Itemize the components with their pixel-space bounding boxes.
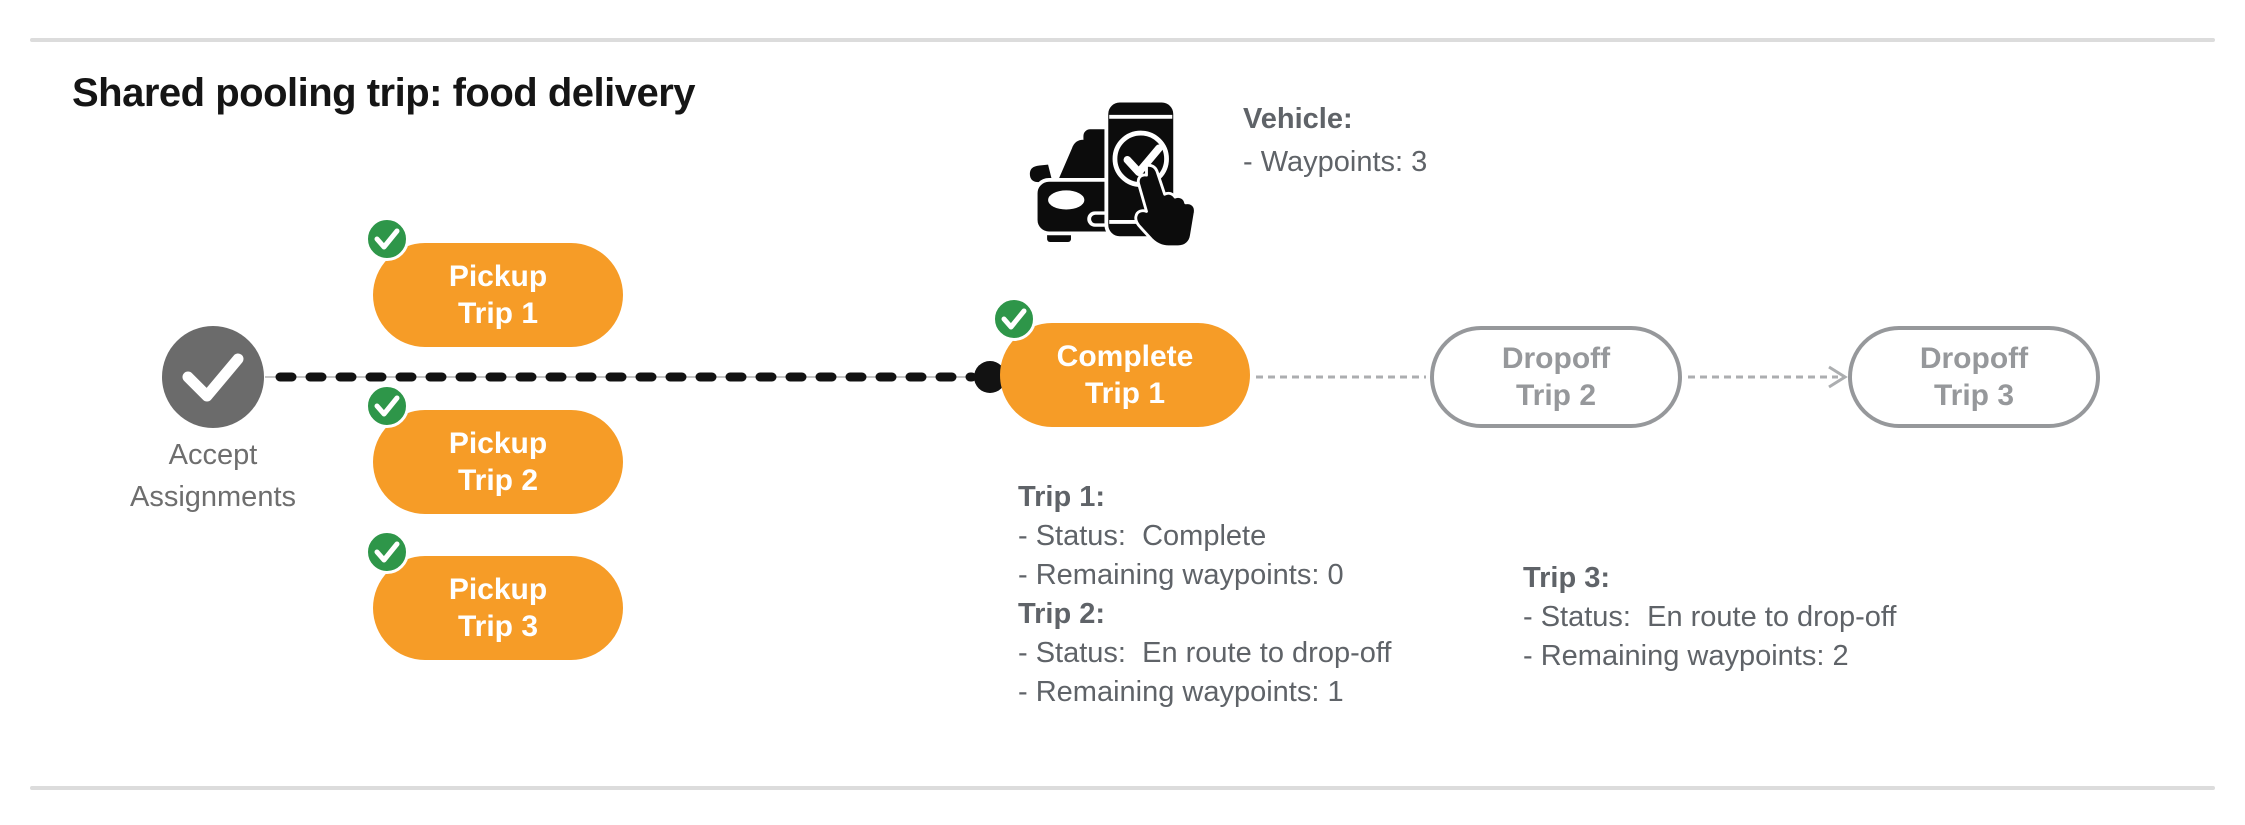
status-block-trip3: Trip 3: - Status: En route to drop-off -… — [1523, 559, 1896, 676]
trip1-heading: Trip 1: — [1018, 481, 1106, 513]
accept-assignments-node — [162, 326, 264, 428]
current-position-dot — [974, 361, 1006, 393]
car-mirror — [1029, 164, 1052, 183]
trip3-status: - Status: En route to drop-off — [1523, 601, 1897, 633]
trip2-heading: Trip 2: — [1018, 598, 1106, 630]
vehicle-info: Vehicle: - Waypoints: 3 — [1243, 98, 1427, 184]
trip3-heading: Trip 3: — [1523, 562, 1611, 594]
vehicle-waypoints: - Waypoints: 3 — [1243, 146, 1428, 178]
check-badge — [365, 384, 409, 428]
pill-label-line1: Pickup — [448, 573, 548, 606]
complete-trip-1-node: Complete Trip 1 — [992, 297, 1250, 427]
trip2-waypoints: - Remaining waypoints: 1 — [1018, 676, 1344, 708]
pill-label-line2: Trip 1 — [457, 297, 539, 330]
pill-label-line1: Pickup — [448, 260, 548, 293]
check-icon — [182, 353, 244, 402]
top-divider — [30, 38, 2215, 42]
check-badge — [992, 297, 1036, 341]
check-icon — [374, 395, 400, 417]
trip1-status: - Status: Complete — [1018, 520, 1267, 552]
check-badge — [365, 530, 409, 574]
trip2-status: - Status: En route to drop-off — [1018, 637, 1392, 669]
pointing-hand-icon — [1134, 163, 1197, 248]
pill-label-line2: Trip 2 — [1515, 379, 1597, 412]
check-icon — [374, 228, 400, 250]
vehicle-phone-check-icon — [1029, 98, 1197, 248]
pickup-trip-2-node: Pickup Trip 2 — [365, 384, 623, 514]
pill-label-line1: Dropoff — [1919, 342, 2029, 375]
accept-label-line1: Accept — [168, 439, 258, 471]
status-block-trip1-trip2: Trip 1: - Status: Complete - Remaining w… — [1018, 478, 1391, 712]
check-icon — [1123, 144, 1163, 177]
arrowhead-icon — [1828, 365, 1848, 389]
accept-assignments-label: Accept Assignments — [93, 434, 333, 518]
pill-label-line2: Trip 3 — [457, 610, 539, 643]
check-icon — [374, 541, 400, 563]
pickup-trip-1-node: Pickup Trip 1 — [365, 217, 623, 347]
pill-label-line2: Trip 3 — [1933, 379, 2015, 412]
car-cabin — [1056, 139, 1120, 184]
pill-label-line2: Trip 1 — [1084, 377, 1166, 410]
pill-label-line1: Complete — [1056, 340, 1194, 373]
trip3-waypoints: - Remaining waypoints: 2 — [1523, 640, 1849, 672]
pill-label-line1: Dropoff — [1501, 342, 1611, 375]
pickup-trip-3-node: Pickup Trip 3 — [365, 530, 623, 660]
pill-label-line2: Trip 2 — [457, 464, 539, 497]
pill-label-line1: Pickup — [448, 427, 548, 460]
vehicle-heading: Vehicle: — [1243, 103, 1353, 135]
check-icon — [1001, 308, 1027, 330]
accept-label-line2: Assignments — [129, 481, 296, 513]
bottom-divider — [30, 786, 2215, 790]
dropoff-trip-3-node: Dropoff Trip 3 — [1848, 326, 2100, 428]
page-title: Shared pooling trip: food delivery — [72, 71, 696, 115]
trip1-waypoints: - Remaining waypoints: 0 — [1018, 559, 1344, 591]
dropoff-trip-2-node: Dropoff Trip 2 — [1430, 326, 1682, 428]
check-badge — [365, 217, 409, 261]
car-headlight — [1048, 190, 1085, 210]
